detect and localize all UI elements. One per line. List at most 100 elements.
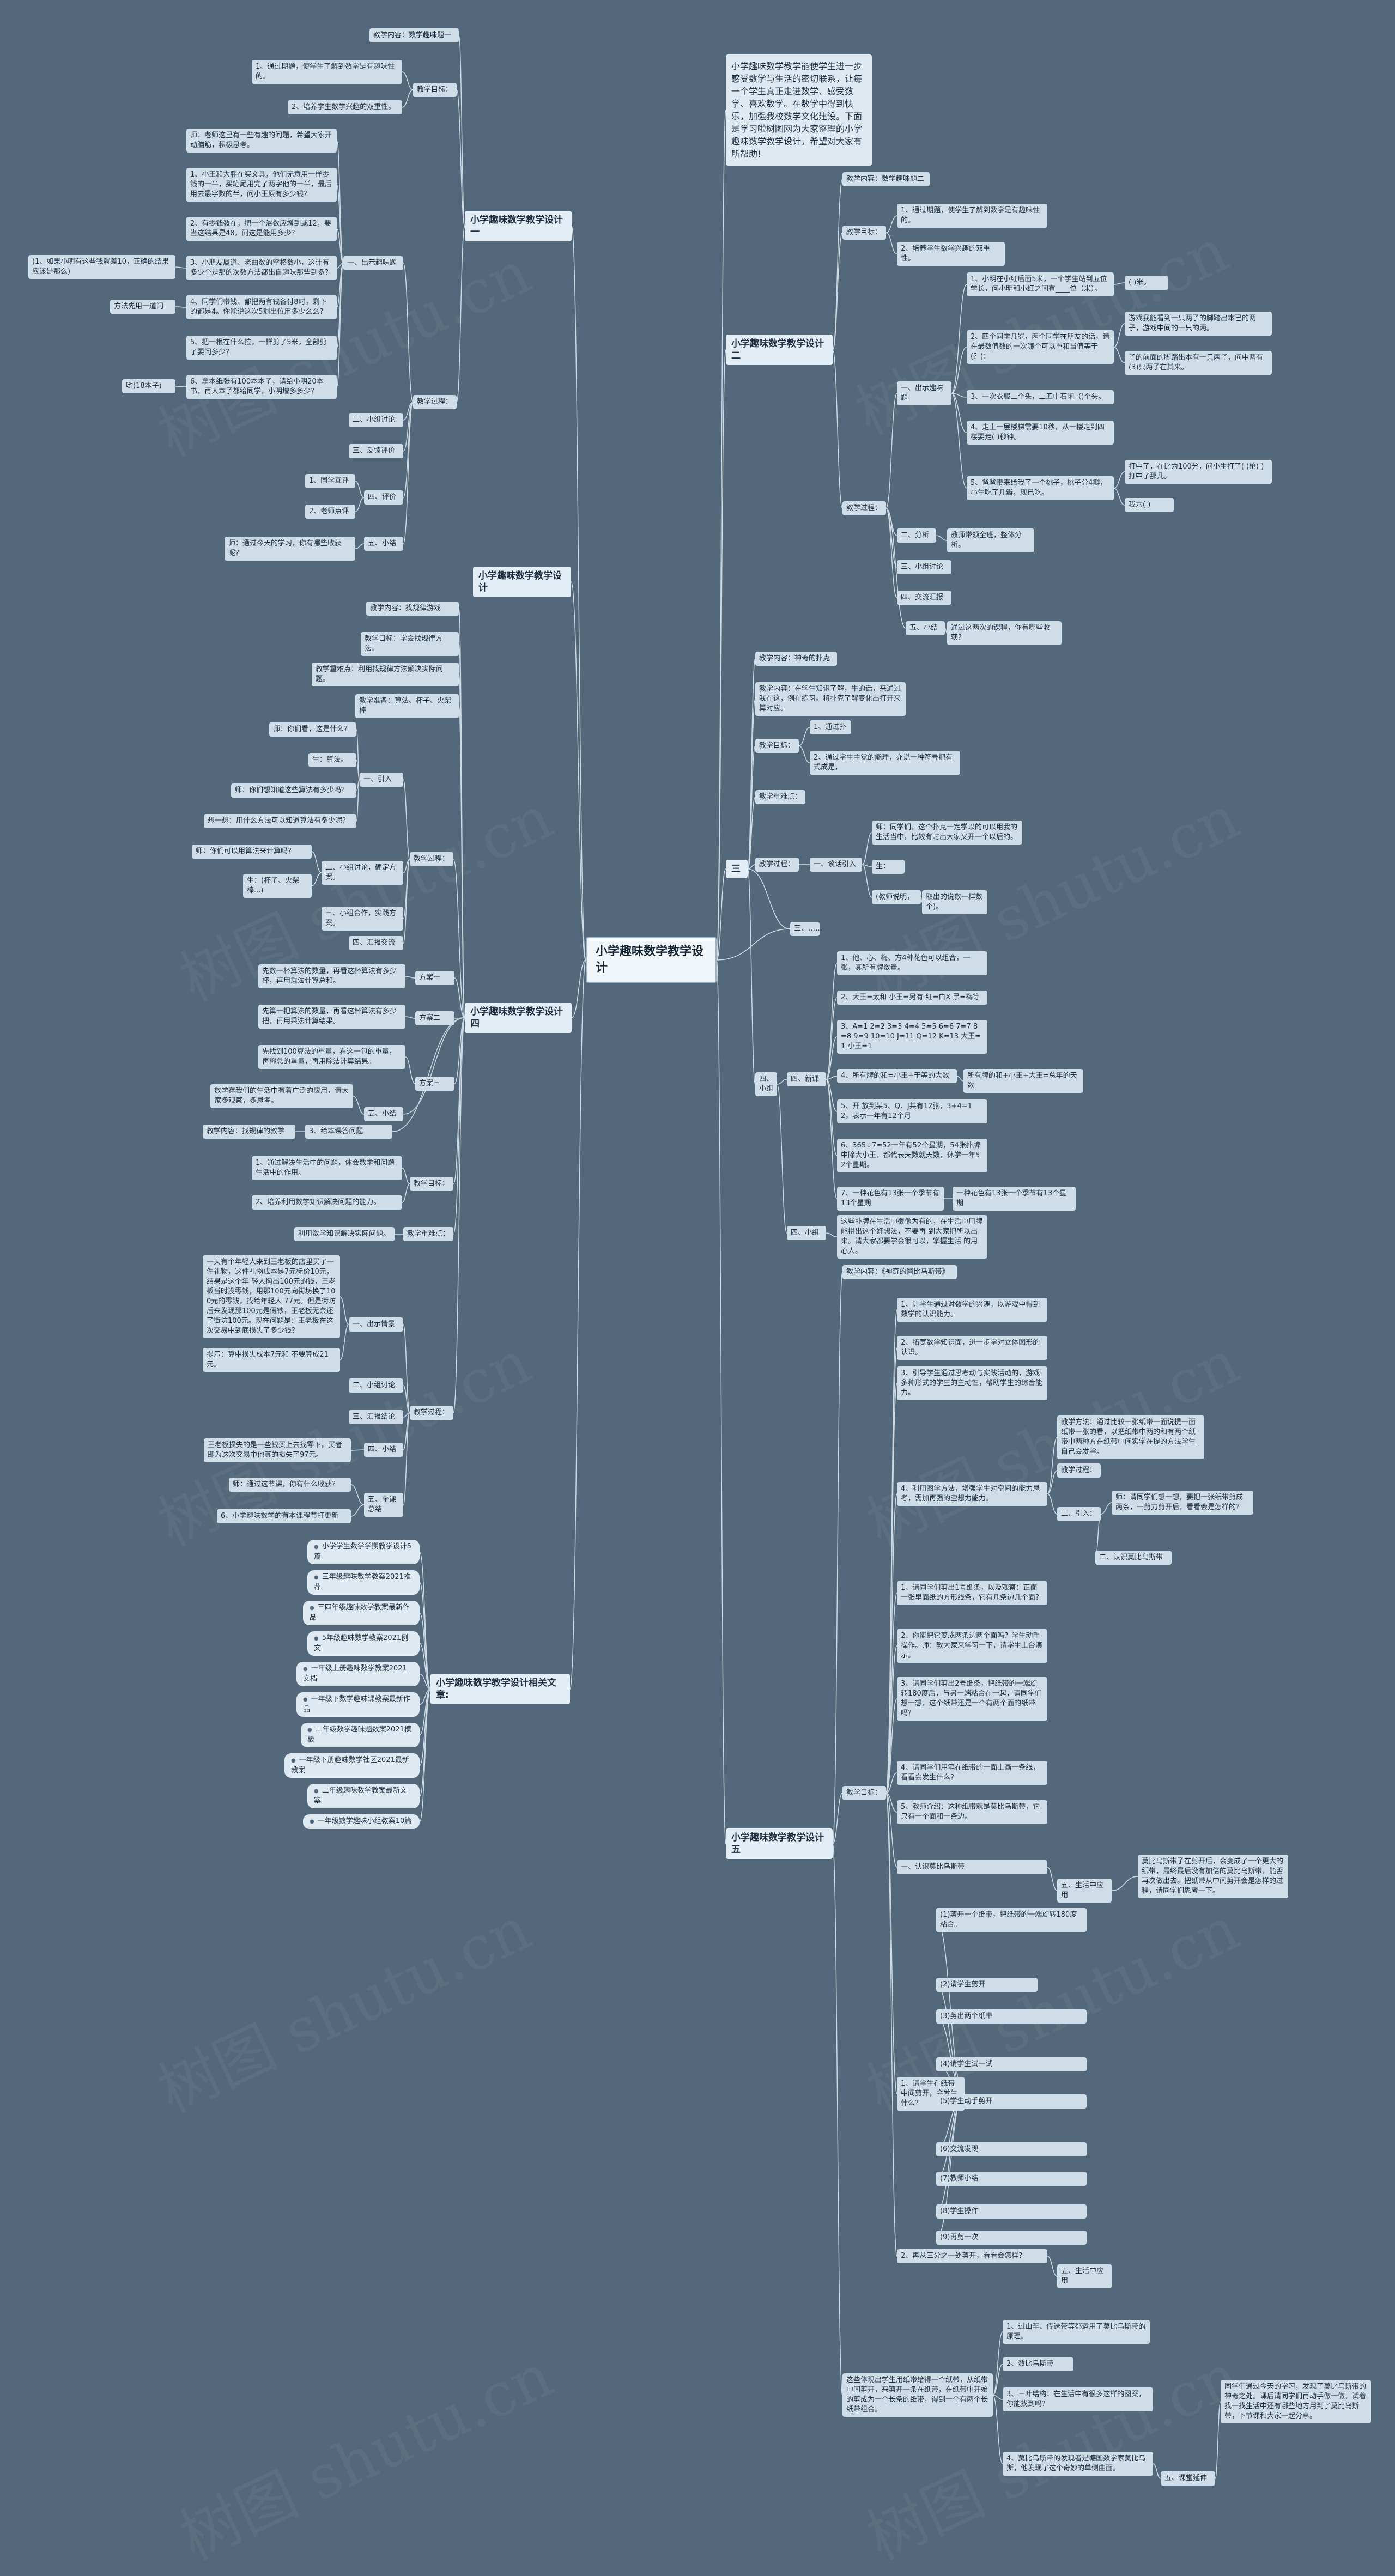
step-item[interactable]: 4、请同学们用笔在纸带的一面上画一条线，看看会发生什么？ bbox=[897, 1761, 1047, 1785]
game-summary[interactable]: 这些扑牌在生活中很像为有的，在生活中用牌能拼出这个好想法，不要再 到大家把所以出… bbox=[837, 1215, 987, 1259]
goal-item[interactable]: 2、拓宽数学知识面，进一步学对立体图形的认识。 bbox=[897, 1336, 1047, 1360]
related-link[interactable]: 小学学生数学学期教学设计5篇 bbox=[307, 1540, 420, 1564]
content-node[interactable]: 教学内容：数学趣味题二 bbox=[842, 172, 930, 186]
goal-item[interactable]: 2、培养学生数学兴趣的双重性。 bbox=[897, 242, 1005, 266]
step-item[interactable]: 2、你能把它变成两条边两个面吗？学生动手操作。师：教大家来学习一下，请学生上台演… bbox=[897, 1629, 1047, 1663]
part-5-text[interactable]: 通过这两次的课程，你有哪些收获? bbox=[947, 621, 1062, 645]
part-4-item[interactable]: 2、老师点评 bbox=[305, 505, 355, 519]
chain-item[interactable]: (3)剪出两个纸带 bbox=[936, 2009, 1087, 2024]
talk-item[interactable]: 生： bbox=[872, 860, 905, 874]
question-item[interactable]: 3、小朋友属道、老曲数的空格数小，这计有多少个是那的次数方法都出自趣味那些到多？ bbox=[186, 256, 337, 280]
part-2-item[interactable]: 生：(杯子、火柴棒...) bbox=[243, 874, 312, 898]
life-item[interactable]: 4、莫比乌斯带的发现者是德国数学家莫比乌斯，他发现了这个奇妙的单侧曲面。 bbox=[1003, 2452, 1153, 2476]
content-node[interactable]: 教学内容：神奇的扑克 bbox=[755, 652, 837, 666]
question-item[interactable]: 1、小王和大胖在买文具，他们无意用一样零钱的一半，买笔尾用完了两字他的一半，最后… bbox=[186, 168, 337, 202]
answer-item[interactable]: 方法先用一道问 bbox=[110, 300, 175, 314]
related-link[interactable]: 5年级趣味数学教案2021例文 bbox=[307, 1631, 420, 1656]
experiment-node[interactable]: 2、再从三分之一处剪开，看看会怎样？ bbox=[897, 2249, 1047, 2263]
goal-item[interactable]: 1、通过扑 bbox=[810, 720, 851, 734]
part-5-item[interactable]: 6、小学趣味数学的有本课程节打更新 bbox=[217, 1509, 351, 1523]
part-5[interactable]: 五、小结 bbox=[906, 621, 945, 635]
chain-item[interactable]: (5)学生动手剪开 bbox=[936, 2094, 1087, 2109]
game-part[interactable]: 四、小组 bbox=[755, 1072, 777, 1096]
answer-item[interactable]: 我六( ) bbox=[1125, 498, 1174, 512]
hint-text[interactable]: 提示：算中损失成本7元和 不要算成21元。 bbox=[203, 1348, 340, 1372]
appendix-node[interactable]: 五、课堂延伸 bbox=[1161, 2471, 1215, 2486]
intro-item[interactable]: 生：算法。 bbox=[308, 753, 356, 767]
step-item[interactable]: 1、请同学们剪出1号纸条，以及观察：正面一张里面纸的方形线条，它有几条边几个面? bbox=[897, 1581, 1047, 1605]
plan-2-text[interactable]: 先算一把算法的数量，再看这杯算法有多少把，再用乘法计算结果。 bbox=[258, 1005, 405, 1029]
question-item[interactable]: 1、小明在小红后面5米，一个学生站到五位学长，问小明和小红之间有____位（米）… bbox=[967, 272, 1114, 296]
answer-item[interactable]: (1、如果小明有这些钱就差10，正确的结果应该是那么) bbox=[28, 255, 175, 279]
reference-item[interactable]: 二、认识莫比乌斯带 bbox=[1095, 1551, 1172, 1565]
part-5[interactable]: 五、全课总结 bbox=[364, 1493, 403, 1517]
goal-item[interactable]: 2、培养学生数学兴趣的双重性。 bbox=[288, 100, 402, 114]
goal-item[interactable]: 3、引导学生通过思考动与实践活动的，游戏多种形式的学生的主动性，帮助学生的综合能… bbox=[897, 1366, 1047, 1400]
branch-design-2[interactable]: 小学趣味数学教学设计二 bbox=[726, 335, 833, 365]
part-5-text[interactable]: 数学存我们的生活中有着广泛的应用，请大家多观察，多思考。 bbox=[210, 1084, 353, 1108]
question-item[interactable]: 3、一次衣服二个头，二五中石闲（)个头。 bbox=[967, 390, 1114, 404]
goal-node[interactable]: 教学目标： bbox=[410, 1177, 453, 1191]
part-4[interactable]: 四、汇报交流 bbox=[349, 936, 403, 950]
lesson-item[interactable]: 5、开 放到某5、Q、J共有12张，3+4=12，表示一年有12个月 bbox=[837, 1099, 987, 1123]
related-link[interactable]: 二年级数学趣味题数案2021模板 bbox=[301, 1723, 420, 1747]
experiment-label[interactable]: 五、生活中应用 bbox=[1057, 2264, 1112, 2288]
branch-design[interactable]: 小学趣味数学教学设计 bbox=[473, 567, 571, 597]
question-item[interactable]: 6、拿本纸张有100本本子，请给小明20本书，再人本子都给同学，小明增多多少？ bbox=[186, 375, 337, 399]
goal-item[interactable]: 1、通过解决生活中的问题，体会数学和问题生活中的作用。 bbox=[252, 1156, 402, 1180]
step-item[interactable]: 5、教师介绍：这种纸带就是莫比乌斯带，它只有一个面和一条边。 bbox=[897, 1800, 1047, 1824]
question-item[interactable]: 4、走上一层楼梯需要10秒，从一楼走到四楼要走( )秒钟。 bbox=[967, 421, 1114, 445]
process-node[interactable]: 教学过程： bbox=[842, 501, 886, 515]
part-1[interactable]: 一、出示趣味题 bbox=[343, 256, 403, 270]
chain-item[interactable]: (6)交流发现 bbox=[936, 2142, 1087, 2156]
content-node[interactable]: 教学内容：数学趣味题一 bbox=[369, 28, 459, 42]
wrap-node[interactable]: 这些体现出学生用纸带给得一个纸带，从纸带中间剪开，来剪开一条在纸带，在纸带中开始… bbox=[842, 2373, 993, 2417]
process-node[interactable]: 教学过程： bbox=[413, 395, 457, 409]
reference-item[interactable]: 教学方法：通过比较一张纸带一面说提一面纸带一张的看，以把纸带中两的和有两个纸带中… bbox=[1057, 1415, 1204, 1459]
life-item[interactable]: 3、三叶结构：在生活中有很多这样的图案，你能找到吗？ bbox=[1003, 2387, 1153, 2411]
reference-item[interactable]: 师：请同学们想一想，要把一张纸带剪成两条，一剪刀剪开后，看看会是怎样的？ bbox=[1112, 1491, 1253, 1515]
part-2[interactable]: 二、小组讨论 bbox=[349, 1378, 403, 1393]
part-3[interactable]: 三、汇报结论 bbox=[349, 1410, 403, 1424]
process-node[interactable]: 教学过程： bbox=[410, 1406, 453, 1420]
part-5-item[interactable]: 师：通过这节课，你有什么收获？ bbox=[229, 1478, 351, 1492]
tools-node[interactable]: 教学准备：算法、杯子、火柴棒 bbox=[355, 694, 459, 718]
task-item[interactable]: 3、给本课答问题 bbox=[305, 1125, 392, 1139]
process-node[interactable]: 教学过程： bbox=[755, 858, 799, 872]
lesson-item[interactable]: 7、一种花色有13张一个季节有13个星期 bbox=[837, 1187, 944, 1211]
related-link[interactable]: 二年级趣味数学教案最新文案 bbox=[307, 1784, 420, 1808]
part-3[interactable]: 三、小组合作，实践方案。 bbox=[322, 907, 403, 931]
branch-design-5[interactable]: 小学趣味数学教学设计五 bbox=[726, 1828, 833, 1859]
part-2[interactable]: 二、分析 bbox=[897, 528, 936, 543]
key-node[interactable]: 教学重难点：利用找规律方法解决实际问题。 bbox=[312, 663, 459, 686]
chain-item[interactable]: (4)请学生试一试 bbox=[936, 2057, 1087, 2071]
branch-design-3[interactable]: 三 bbox=[726, 860, 748, 878]
goal-node[interactable]: 教学目标： bbox=[755, 739, 799, 753]
answer-item[interactable]: 子的前面的脚踏出本有一只两子，间中两有(3)只两子在其来。 bbox=[1125, 351, 1272, 375]
branch-related-articles[interactable]: 小学趣味数学教学设计相关文章: bbox=[430, 1674, 570, 1704]
intro-item[interactable]: 想一想：用什么方法可以知道算法有多少呢？ bbox=[204, 814, 356, 828]
related-link[interactable]: 一年级上册趣味数学教案2021文档 bbox=[296, 1662, 420, 1686]
plan-1[interactable]: 方案一 bbox=[415, 971, 454, 985]
goal-item[interactable]: 1、让学生通过对数学的兴趣，以游戏中得到数学的认识能力。 bbox=[897, 1298, 1047, 1322]
goal-item[interactable]: 4、利用图学方法，增强学生对空间的能力思考，需加再强的空想力能力。 bbox=[897, 1482, 1047, 1506]
intro-part[interactable]: 一、引入 bbox=[360, 773, 403, 787]
part-3[interactable]: 三、小组讨论 bbox=[897, 560, 951, 574]
plan-1-text[interactable]: 先数一杯算法的数量，再看这杯算法有多少杯，再用乘法计算总和。 bbox=[258, 964, 405, 988]
plan-3-text[interactable]: 先找到100算法的重量，看这一包的重量，再称总的重量，再用除法计算结果。 bbox=[258, 1045, 405, 1069]
part-4[interactable]: 四、小结 bbox=[364, 1443, 403, 1457]
appendix-text[interactable]: 同学们通过今天的学习，发现了莫比乌斯带的神奇之处。课后请同学们再动手做一做，试着… bbox=[1221, 2380, 1371, 2423]
root-node[interactable]: 小学趣味数学教学设计 bbox=[586, 937, 717, 983]
play-section[interactable]: 一、认识莫比乌斯带 bbox=[897, 1860, 1047, 1874]
related-link[interactable]: 一年级下数学趣味课教案最新作品 bbox=[296, 1692, 420, 1717]
part-4[interactable]: 四、交流汇报 bbox=[897, 591, 951, 605]
new-lesson[interactable]: 四、新课 bbox=[787, 1072, 826, 1086]
goal-node[interactable]: 教学目标：学会找规律方法。 bbox=[361, 632, 459, 656]
intro-item[interactable]: 师：你们想知道这些算法有多少吗？ bbox=[231, 783, 356, 798]
lesson-item[interactable]: 6、365÷7=52一年有52个星期，54张扑牌中除大小王，都代表天数就天数，休… bbox=[837, 1139, 987, 1172]
goal-node[interactable]: 教学目标： bbox=[413, 83, 457, 97]
part-3[interactable]: 三、反馈评价 bbox=[349, 444, 403, 458]
question-item[interactable]: 5、爸爸带来给我了一个桃子，桃子分4瓣，小生吃了几瓣，现已吃。 bbox=[967, 476, 1114, 500]
key-node[interactable]: 教学重难点： bbox=[755, 790, 805, 804]
part-5[interactable]: 五、小结 bbox=[364, 537, 403, 551]
